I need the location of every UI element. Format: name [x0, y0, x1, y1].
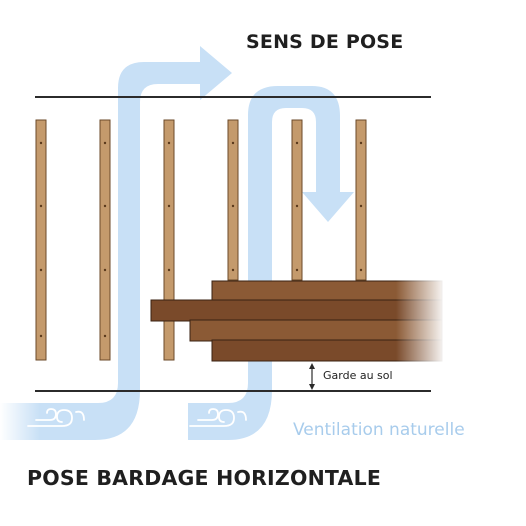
battens [35, 119, 367, 361]
ventilation-label: Ventilation naturelle [293, 420, 465, 440]
wind-swirl-icon [27, 408, 85, 427]
batten [291, 119, 303, 281]
batten [35, 119, 47, 361]
batten [99, 119, 111, 361]
batten [355, 119, 367, 281]
airflow-left [0, 46, 232, 440]
airflow-arrows [0, 46, 354, 444]
wind-swirl-icon [189, 408, 247, 427]
batten [163, 119, 175, 361]
board-fade [396, 278, 446, 364]
siding-boards [150, 278, 446, 364]
caption: POSE BARDAGE HORIZONTALE [27, 466, 382, 490]
direction-label: SENS DE POSE [246, 31, 404, 53]
airflow-right [188, 86, 354, 440]
ground-clearance-arrow [309, 363, 315, 390]
ground-clearance-label: Garde au sol [323, 369, 393, 382]
batten [227, 119, 239, 281]
airflow-fade [0, 400, 40, 444]
